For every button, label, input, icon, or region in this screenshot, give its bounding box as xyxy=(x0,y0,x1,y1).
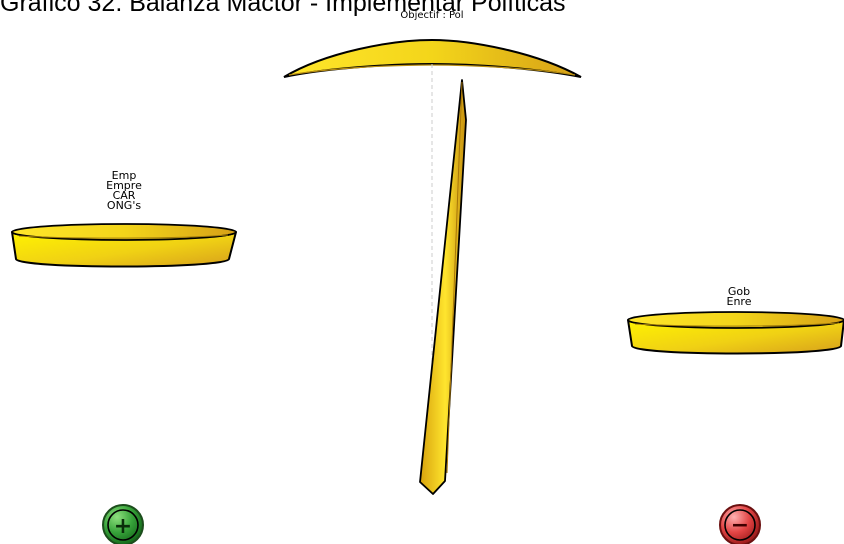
plus-icon[interactable]: + xyxy=(103,505,143,544)
minus-icon[interactable]: − xyxy=(720,505,760,544)
plus-symbol: + xyxy=(114,514,132,539)
left-balance-plate xyxy=(12,224,236,267)
left-plate-actors: Emp Empre CAR ONG's xyxy=(84,171,164,211)
right-actor-label: Enre xyxy=(699,297,779,307)
balance-needle xyxy=(420,80,466,494)
minus-symbol: − xyxy=(731,513,749,538)
right-balance-plate xyxy=(628,312,844,354)
right-plate-actors: Gob Enre xyxy=(699,287,779,307)
left-actor-label: ONG's xyxy=(84,201,164,211)
